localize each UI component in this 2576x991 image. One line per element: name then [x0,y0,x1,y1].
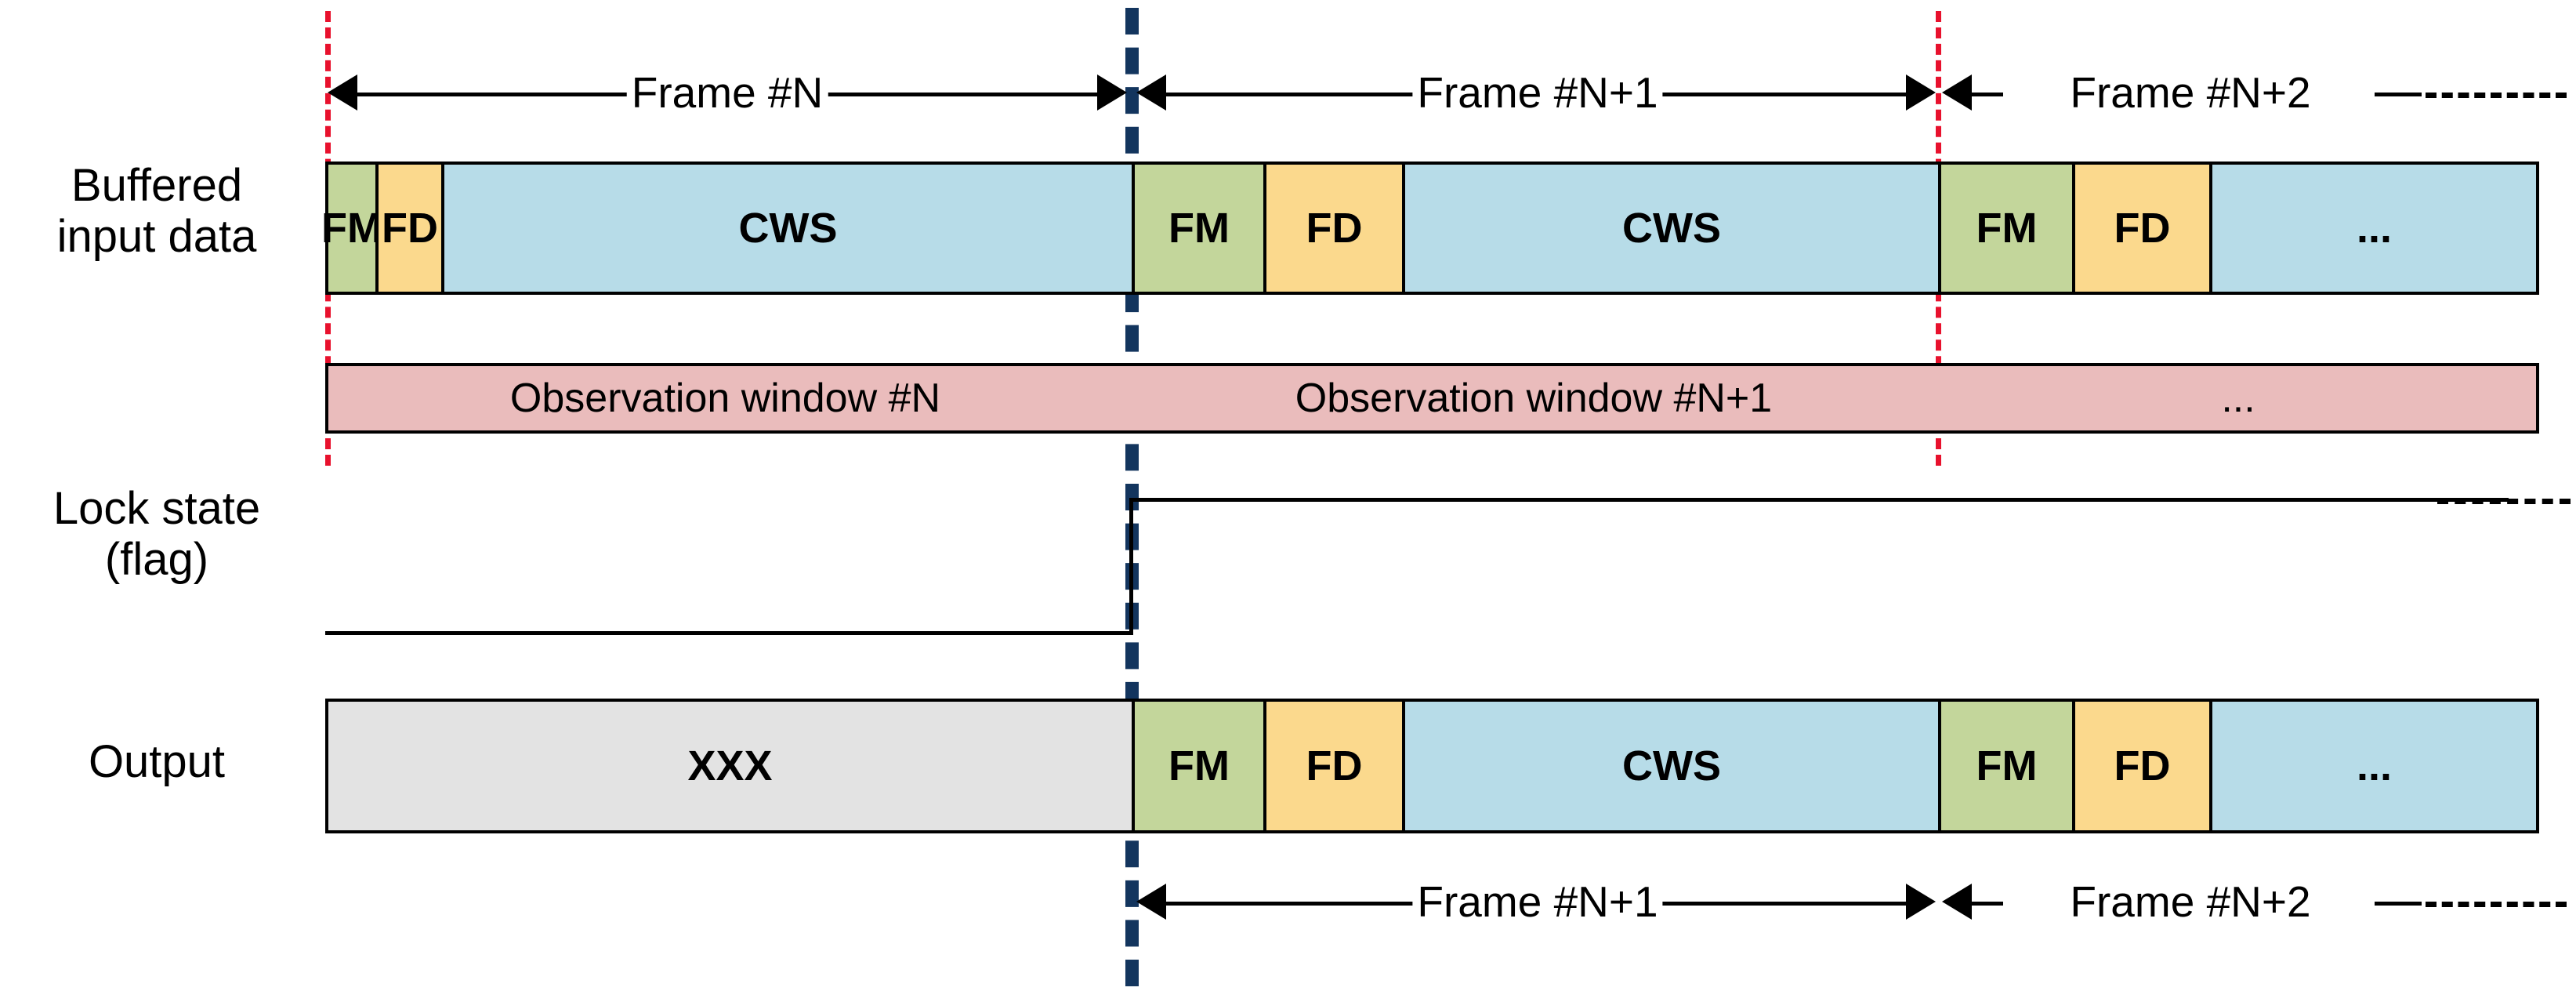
lock-state-rising-edge [1129,498,1133,635]
output-label: Output [88,736,226,787]
lock-label-line2: (flag) [104,533,209,585]
lock-state-high-level [1129,498,2509,502]
frame-n2-arrow-dashes [2426,93,2567,98]
buffered-block-label: CWS [738,205,838,252]
bottom-frame-n2-arrow-line-2 [2375,902,2422,906]
frame-n-label: Frame #N [626,67,828,118]
buffered-block-label: FD [2114,205,2171,252]
buffered-block-label: FD [382,205,438,252]
bottom-frame-n1-arrowhead-right [1906,884,1936,920]
buffered-block-label: FM [1168,205,1230,252]
bottom-frame-n2-arrow-dashes [2426,902,2567,907]
buffered-block-fm-3: FM [1938,162,2075,295]
blue-marker-line [1125,8,1139,986]
frame-n2-arrow-line [1972,93,2003,96]
output-block-fm-1: FM [1132,699,1266,833]
bottom-frame-n2-arrowhead-left [1942,884,1972,920]
buffered-block-label: FM [321,205,382,252]
output-block-fd-1: FD [1263,699,1405,833]
row-label-lock-state: Lock state (flag) [0,483,313,586]
output-block-label: ... [2356,742,2392,790]
frame-n1-arrowhead-right [1906,74,1936,111]
frame-n1-label: Frame #N+1 [1412,67,1663,118]
observation-window-label-n1: Observation window #N+1 [1295,376,1773,421]
row-label-output: Output [0,736,313,788]
buffered-block-fd-1: FD [375,162,444,295]
row-label-buffered-input: Buffered input data [0,160,313,263]
buffered-label-line1: Buffered [71,160,243,211]
output-block-xxx: XXX [325,699,1135,833]
output-block-label: FD [1306,742,1363,790]
output-block-fd-2: FD [2072,699,2212,833]
buffered-block-label: CWS [1622,205,1721,252]
frame-n2-label: Frame #N+2 [2065,67,2316,118]
buffered-block-fm-2: FM [1132,162,1266,295]
observation-window-bar [325,363,2539,434]
output-block-label: CWS [1622,742,1721,790]
buffered-label-line2: input data [56,210,257,262]
buffered-block-label: ... [2356,205,2392,252]
buffered-block-fm-1: FM [321,162,382,295]
frame-n2-arrow-line-2 [2375,93,2422,96]
output-block-label: FM [1976,742,2038,790]
buffered-block-label: FM [1976,205,2038,252]
lock-label-line1: Lock state [53,483,261,534]
buffered-block-cws-1: CWS [441,162,1135,295]
output-block-label: XXX [687,742,773,790]
bottom-frame-n2-label: Frame #N+2 [2065,877,2316,927]
buffered-block-ellipsis: ... [2209,162,2539,295]
frame-n2-arrowhead-left [1942,74,1972,111]
buffered-block-cws-2: CWS [1402,162,1941,295]
frame-n-arrowhead-right [1097,74,1127,111]
bottom-frame-n2-arrow-line [1972,902,2003,906]
output-block-label: FD [2114,742,2171,790]
observation-window-label-n: Observation window #N [509,376,941,421]
frame-n1-arrowhead-left [1136,74,1166,111]
lock-state-low-level [325,631,1132,635]
buffered-block-label: FD [1306,205,1363,252]
frame-n-arrowhead-left [328,74,357,111]
output-block-fm-2: FM [1938,699,2075,833]
lock-state-high-dashes [2437,499,2571,504]
bottom-frame-n1-arrowhead-left [1136,884,1166,920]
buffered-block-fd-2: FD [1263,162,1405,295]
output-block-label: FM [1168,742,1230,790]
observation-window-label-ellipsis: ... [2221,376,2255,421]
output-block-ellipsis: ... [2209,699,2539,833]
output-block-cws-1: CWS [1402,699,1941,833]
buffered-block-fd-3: FD [2072,162,2212,295]
bottom-frame-n1-label: Frame #N+1 [1412,877,1663,927]
